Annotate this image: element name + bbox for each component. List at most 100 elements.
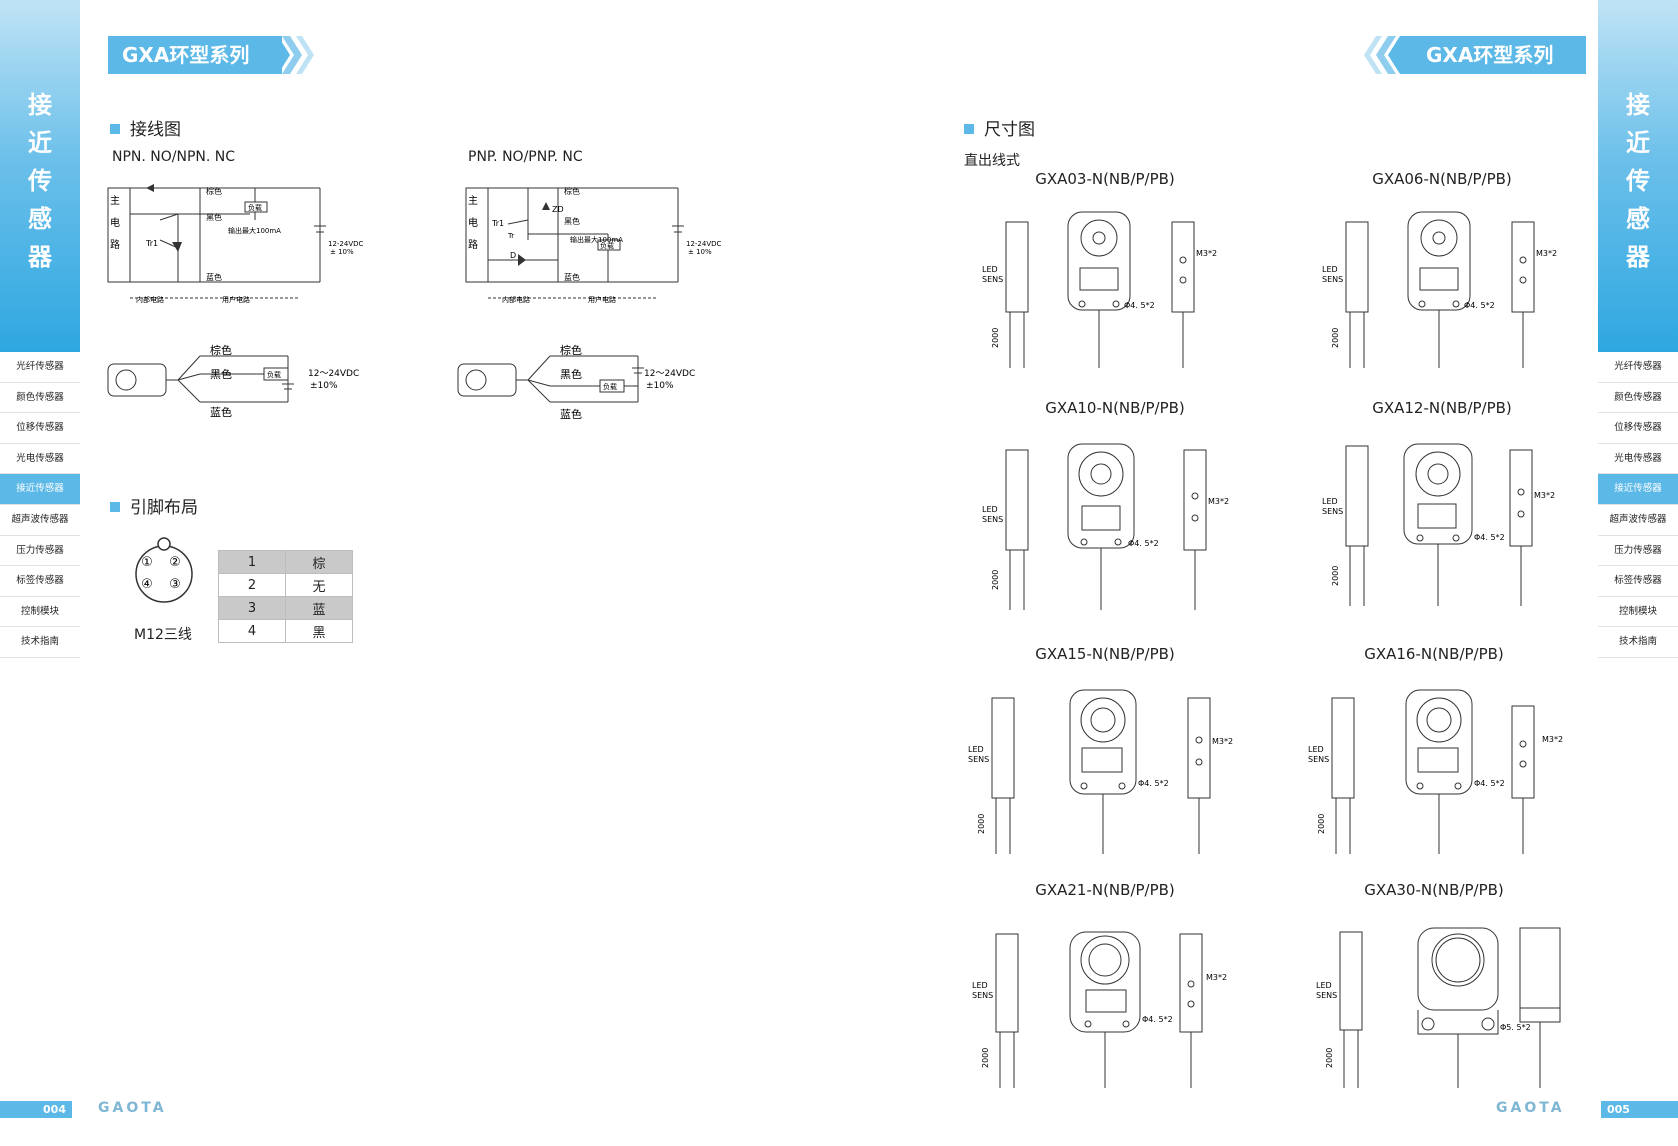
page-number: 005 (1607, 1103, 1630, 1116)
svg-text:Tr1: Tr1 (145, 239, 158, 248)
nav-item-control[interactable]: 控制模块 (0, 596, 80, 628)
svg-text:Tr1: Tr1 (491, 219, 504, 228)
svg-text:路: 路 (468, 238, 478, 251)
model-title: GXA16-N(NB/P/PB) (1364, 645, 1504, 663)
page-number: 004 (43, 1103, 66, 1116)
dimension-drawing-gxa16: LED SENS 2000 Φ4. 5*2 M3*2 (1308, 689, 1563, 854)
nav-item-proximity[interactable]: 接近传感器 (1598, 474, 1678, 505)
dimension-drawing-gxa10: LED SENS 2000 Φ4. 5*2 M3*2 (982, 443, 1229, 610)
svg-text:LED: LED (982, 505, 998, 514)
dimension-drawing-gxa21: LED SENS 2000 Φ4. 5*2 M3*2 (972, 931, 1227, 1088)
svg-text:负载: 负载 (603, 382, 617, 391)
model-title: GXA12-N(NB/P/PB) (1372, 399, 1512, 417)
svg-text:Φ4. 5*2: Φ4. 5*2 (1464, 301, 1495, 310)
pnp-label: PNP. NO/PNP. NC (468, 149, 583, 165)
dimension-drawing-gxa30: LED SENS 2000 Φ5. 5*2 (1316, 927, 1561, 1088)
svg-text:±10%: ±10% (310, 381, 338, 391)
svg-text:输出最大100mA: 输出最大100mA (570, 235, 623, 244)
dimension-drawing-gxa12: LED SENS 2000 Φ4. 5*2 M3*2 (1322, 443, 1555, 606)
svg-text:2000: 2000 (981, 1048, 990, 1068)
svg-text:主: 主 (110, 195, 120, 207)
left-series-banner: GXA环型系列 (108, 36, 282, 74)
svg-text:LED: LED (972, 981, 988, 990)
right-category-nav: 光纤传感器 颜色传感器 位移传感器 光电传感器 接近传感器 超声波传感器 压力传… (1598, 352, 1678, 658)
nav-item-pressure[interactable]: 压力传感器 (0, 535, 80, 567)
svg-text:M3*2: M3*2 (1212, 737, 1233, 746)
right-side-title: 接 近 传 感 器 (1626, 91, 1650, 271)
model-title: GXA10-N(NB/P/PB) (1045, 399, 1185, 417)
dimension-drawing-gxa15: LED SENS 2000 Φ4. 5*2 M3*2 (968, 689, 1233, 854)
nav-item-pressure[interactable]: 压力传感器 (1598, 535, 1678, 567)
npn-simple-wiring: 棕色 黑色 蓝色 负载 12～24VDC ±10% (107, 343, 359, 419)
brand-logo: GAOTA (1496, 1100, 1565, 1116)
left-footer-bar: 004 (0, 1101, 72, 1118)
npn-circuit-diagram: 主 电 路 棕色 黑色 蓝色 负载 输出最大100mA Tr1 12-24VDC… (107, 184, 364, 304)
svg-text:负载: 负载 (600, 241, 614, 250)
svg-text:内部电路: 内部电路 (502, 295, 530, 304)
svg-text:蓝色: 蓝色 (560, 407, 582, 420)
svg-text:SENS: SENS (972, 991, 993, 1000)
svg-text:12-24VDC: 12-24VDC (328, 240, 364, 248)
svg-text:Φ5. 5*2: Φ5. 5*2 (1500, 1023, 1531, 1032)
nav-item-guide[interactable]: 技术指南 (1598, 627, 1678, 658)
table-row: 4 黑 (218, 619, 353, 643)
svg-text:12～24VDC: 12～24VDC (644, 369, 695, 379)
nav-item-ultrasonic[interactable]: 超声波传感器 (1598, 504, 1678, 536)
table-row: 2 无 (218, 573, 353, 597)
m12-connector-diagram: ① ② ④ ③ (135, 537, 193, 603)
pin-section-title: 引脚布局 (110, 493, 198, 518)
svg-text:②: ② (169, 555, 181, 570)
nav-item-ultrasonic[interactable]: 超声波传感器 (0, 504, 80, 536)
nav-item-proximity[interactable]: 接近传感器 (0, 474, 80, 505)
svg-text:2000: 2000 (1325, 1048, 1334, 1068)
right-series-banner: GXA环型系列 (1410, 36, 1586, 74)
npn-label: NPN. NO/NPN. NC (112, 149, 236, 165)
svg-text:SENS: SENS (1322, 275, 1343, 284)
nav-item-color[interactable]: 颜色传感器 (0, 382, 80, 414)
svg-text:LED: LED (1308, 745, 1324, 754)
nav-item-control[interactable]: 控制模块 (1598, 596, 1678, 628)
svg-text:SENS: SENS (1322, 507, 1343, 516)
nav-item-label[interactable]: 标签传感器 (0, 566, 80, 597)
svg-text:④: ④ (141, 577, 153, 592)
svg-text:电: 电 (110, 216, 120, 229)
nav-item-displacement[interactable]: 位移传感器 (1598, 413, 1678, 444)
svg-text:M3*2: M3*2 (1534, 491, 1555, 500)
svg-text:D: D (510, 251, 516, 260)
svg-text:2000: 2000 (991, 570, 1000, 590)
model-title: GXA06-N(NB/P/PB) (1372, 170, 1512, 188)
nav-item-photoelectric[interactable]: 光电传感器 (1598, 443, 1678, 475)
right-side-bar (1598, 0, 1678, 352)
svg-text:± 10%: ± 10% (688, 248, 712, 256)
nav-item-photoelectric[interactable]: 光电传感器 (0, 443, 80, 475)
svg-text:M3*2: M3*2 (1208, 497, 1229, 506)
nav-item-fiber[interactable]: 光纤传感器 (1598, 352, 1678, 383)
nav-item-color[interactable]: 颜色传感器 (1598, 382, 1678, 414)
table-row: 1 棕 (218, 550, 353, 574)
model-title: GXA03-N(NB/P/PB) (1035, 170, 1175, 188)
svg-text:主: 主 (468, 195, 478, 207)
nav-item-displacement[interactable]: 位移传感器 (0, 413, 80, 444)
wiring-section-title: 接线图 (110, 115, 181, 140)
svg-text:用户电路: 用户电路 (588, 295, 616, 304)
bullet-square-icon (110, 124, 120, 134)
svg-text:Φ4. 5*2: Φ4. 5*2 (1124, 301, 1155, 310)
svg-text:LED: LED (968, 745, 984, 754)
model-title: GXA21-N(NB/P/PB) (1035, 881, 1175, 899)
svg-text:M3*2: M3*2 (1536, 249, 1557, 258)
svg-text:±10%: ±10% (646, 381, 674, 391)
bullet-square-icon (964, 124, 974, 134)
svg-text:LED: LED (1322, 497, 1338, 506)
svg-text:内部电路: 内部电路 (136, 295, 164, 304)
table-row: 3 蓝 (218, 596, 353, 620)
svg-text:M3*2: M3*2 (1206, 973, 1227, 982)
nav-item-guide[interactable]: 技术指南 (0, 627, 80, 658)
nav-item-label[interactable]: 标签传感器 (1598, 566, 1678, 597)
svg-text:①: ① (141, 555, 153, 570)
pin-table: 1 棕 2 无 3 蓝 4 黑 (218, 550, 353, 643)
pnp-circuit-diagram: 主 电 路 棕色 黑色 蓝色 负载 输出最大100mA Tr1 Tr ZD D … (465, 186, 722, 304)
svg-text:12～24VDC: 12～24VDC (308, 369, 359, 379)
series-title: GXA环型系列 (122, 43, 250, 67)
nav-item-fiber[interactable]: 光纤传感器 (0, 352, 80, 383)
svg-text:黑色: 黑色 (564, 216, 580, 226)
